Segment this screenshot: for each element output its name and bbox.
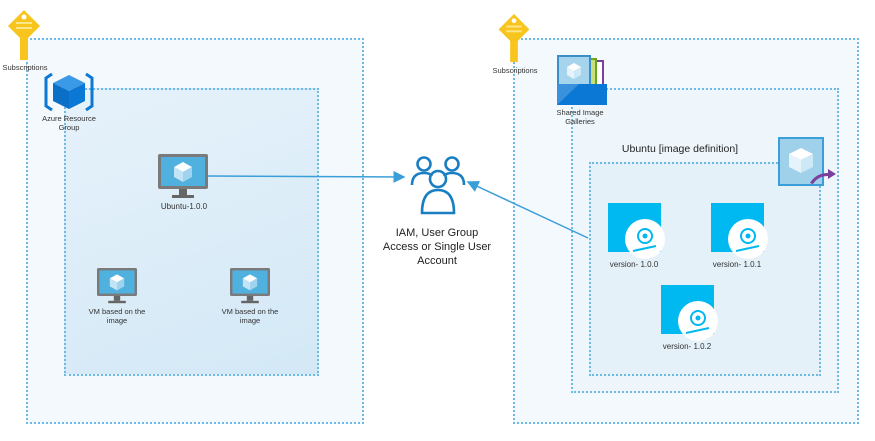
- connector-vm-to-access: [207, 170, 406, 183]
- connector-gallery-to-access: [466, 181, 589, 239]
- vm-monitor-icon[interactable]: [230, 268, 270, 304]
- disk-version-icon[interactable]: [711, 203, 768, 259]
- resource-group-container: [64, 88, 319, 376]
- version-label: version- 1.0.1: [712, 260, 762, 269]
- key-icon: [8, 10, 40, 60]
- shared-image-gallery-icon: [557, 55, 607, 105]
- disk-version-icon[interactable]: [661, 285, 718, 341]
- image-definition-icon: [778, 137, 836, 186]
- image-definition-container: [589, 162, 821, 376]
- users-group-icon: [410, 156, 466, 215]
- image-definition-title: Ubuntu [image definition]: [621, 143, 739, 155]
- left-subscription-label: Subscriptions: [2, 63, 48, 72]
- right-subscription-label: Subscriptions: [492, 66, 538, 75]
- disk-version-icon[interactable]: [608, 203, 665, 259]
- resource-group-icon: [44, 72, 94, 112]
- source-vm-label: Ubuntu-1.0.0: [160, 202, 208, 211]
- key-icon: [498, 14, 530, 63]
- version-label: version- 1.0.2: [662, 342, 712, 351]
- vm-monitor-icon[interactable]: [97, 268, 137, 304]
- vm-monitor-icon[interactable]: [158, 154, 208, 199]
- version-label: version- 1.0.0: [609, 260, 659, 269]
